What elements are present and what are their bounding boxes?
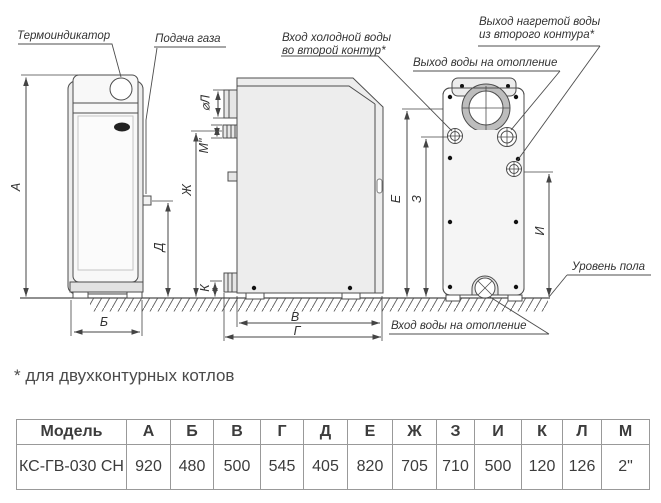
footnote-double-circuit: * для двухконтурных котлов [14, 366, 235, 385]
dim-value: 500 [213, 444, 261, 490]
dimensions-table: Модель А Б В Г Д Е Ж З И К Л М КС-ГВ-030… [16, 419, 650, 490]
floor-ground [20, 297, 550, 312]
col-header: М [601, 419, 650, 445]
model-name: КС-ГВ-030 СН [16, 444, 127, 490]
dim-letter-M: М" [197, 138, 211, 154]
dim-value: 405 [303, 444, 348, 490]
cold-water-inlet-label: Вход холодной воды во второй контур* [282, 32, 392, 57]
dim-letter-D: Д [152, 242, 166, 252]
col-header: Б [170, 419, 214, 445]
col-header-model: Модель [16, 419, 127, 445]
heating-outlet-label: Выход воды на отопление [413, 57, 558, 69]
dim-value: 120 [521, 444, 563, 490]
col-header: Ж [392, 419, 437, 445]
side-view-drawing [222, 77, 384, 300]
col-header: Д [303, 419, 348, 445]
thermo-indicator-label: Термоиндикатор [17, 30, 111, 42]
col-header: К [521, 419, 563, 445]
dim-value: 710 [436, 444, 475, 490]
dim-letter-L: ⌀Л [198, 94, 213, 112]
gas-supply-label: Подача газа [155, 33, 221, 45]
dim-letter-K: К [198, 284, 212, 292]
boiler-technical-drawing [18, 43, 651, 341]
dim-value: 920 [126, 444, 171, 490]
dim-letter-A: А [9, 182, 23, 192]
col-header: Е [347, 419, 393, 445]
dim-letter-I: И [533, 226, 547, 236]
dim-value: 480 [170, 444, 214, 490]
col-header: З [436, 419, 475, 445]
dim-value: 126 [562, 444, 602, 490]
dim-letter-G: Г [293, 324, 301, 338]
hot-water-outlet-label: Выход нагретой воды из второго контура* [479, 16, 601, 41]
col-header: В [213, 419, 261, 445]
dim-letter-V: В [290, 310, 300, 324]
col-header: И [474, 419, 522, 445]
leader-lines [18, 43, 651, 335]
dim-letter-Z: З [410, 195, 424, 203]
dim-value: 820 [347, 444, 393, 490]
back-view-drawing [442, 77, 525, 302]
front-view-drawing [67, 74, 152, 299]
col-header: Л [562, 419, 602, 445]
col-header: Г [260, 419, 304, 445]
dim-value: 545 [260, 444, 304, 490]
dim-value: 500 [474, 444, 522, 490]
floor-level-label: Уровень пола [572, 261, 646, 273]
col-header: А [126, 419, 171, 445]
table-data-row: КС-ГВ-030 СН 920 480 500 545 405 820 705… [16, 444, 650, 490]
dim-letter-B: Б [99, 315, 109, 329]
heating-inlet-label: Вход воды на отопление [391, 320, 527, 332]
dim-letter-Zh: Ж [180, 184, 194, 196]
dim-value: 705 [392, 444, 437, 490]
dimension-lines [21, 74, 553, 341]
table-header-row: Модель А Б В Г Д Е Ж З И К Л М [16, 419, 650, 445]
dim-value: 2" [601, 444, 650, 490]
dim-letter-E: Е [389, 194, 403, 204]
